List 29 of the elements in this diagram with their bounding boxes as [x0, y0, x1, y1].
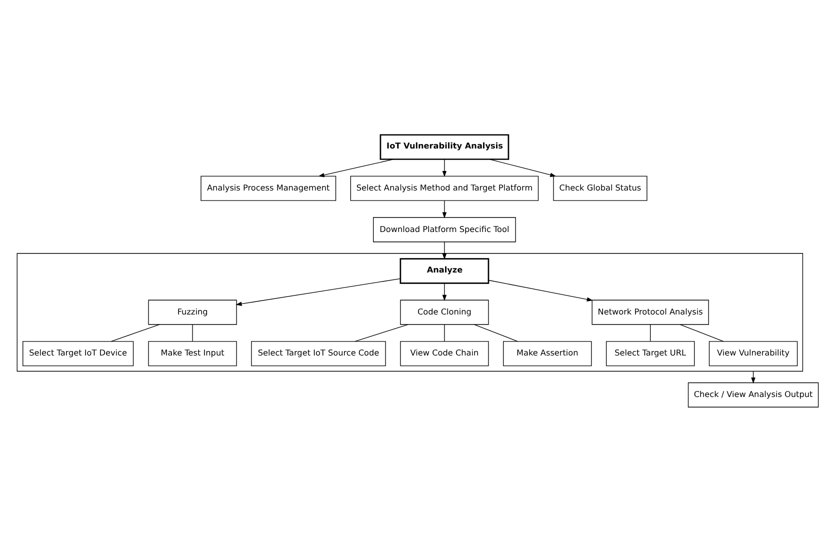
connector [679, 324, 724, 342]
arrow [488, 279, 592, 301]
node-box: Network Protocol Analysis [591, 299, 708, 324]
node-box: Check / View Analysis Output [687, 382, 818, 407]
arrow [442, 282, 446, 300]
connector [354, 324, 408, 342]
node-box: Code Cloning [400, 299, 488, 324]
node-box: Check Global Status [552, 175, 647, 200]
node-box: View Vulnerability [708, 340, 798, 366]
arrow [442, 200, 446, 218]
node-box: Fuzzing [148, 299, 236, 324]
arrow [235, 278, 400, 306]
node-box: Download Platform Specific Tool [372, 216, 516, 242]
arrow [488, 158, 556, 176]
node-box: Make Test Input [148, 340, 236, 366]
arrow [442, 158, 446, 177]
node-box: Select Analysis Method and Target Platform [350, 175, 538, 200]
node-box: Select Target IoT Device [22, 340, 134, 366]
node-box: Analyze [399, 258, 489, 284]
node-box: Select Target IoT Source Code [250, 340, 386, 366]
node-box: Make Assertion [502, 340, 592, 366]
arrow [442, 241, 446, 260]
connector [110, 324, 160, 342]
node-box: Analysis Process Management [200, 175, 336, 200]
connector [473, 324, 518, 342]
node-box: Select Target URL [605, 340, 694, 366]
arrow [318, 158, 394, 177]
node-box: IoT Vulnerability Analysis [379, 134, 509, 160]
node-box: View Code Chain [400, 340, 488, 366]
